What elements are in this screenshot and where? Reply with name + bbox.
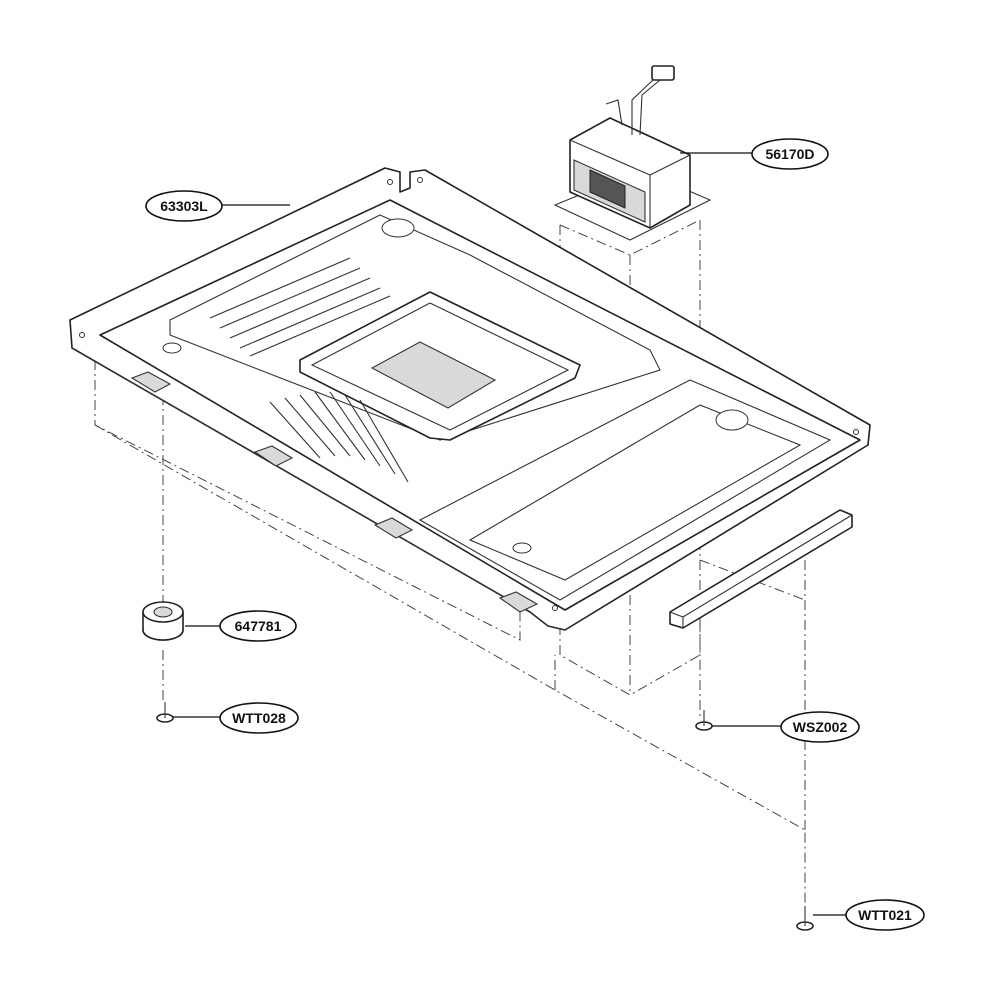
callout-WTT021: WTT021 xyxy=(845,899,925,931)
callout-WTT028-text: WTT028 xyxy=(232,710,286,726)
screw-wsz002 xyxy=(695,710,713,731)
callout-WSZ002-text: WSZ002 xyxy=(793,719,848,735)
callout-WSZ002: WSZ002 xyxy=(780,711,860,743)
rubber-foot xyxy=(142,601,184,641)
ferrite-strip xyxy=(669,509,853,629)
callout-WTT028: WTT028 xyxy=(219,702,299,734)
vent-slots-top xyxy=(209,257,391,357)
leader-lines xyxy=(173,152,847,916)
callout-WTT021-text: WTT021 xyxy=(858,907,912,923)
callout-63303L-text: 63303L xyxy=(160,198,208,214)
callout-56170D-text: 56170D xyxy=(765,146,814,162)
callout-63303L: 63303L xyxy=(145,190,223,222)
base-plate xyxy=(69,167,871,631)
callout-647781-text: 647781 xyxy=(235,618,282,634)
vent-slots-bottom xyxy=(269,391,409,483)
callout-56170D: 56170D xyxy=(751,138,829,170)
screw-wtt028 xyxy=(156,702,174,723)
screw-wtt021 xyxy=(796,906,814,931)
callout-647781: 647781 xyxy=(219,610,297,642)
transformer xyxy=(553,65,712,241)
